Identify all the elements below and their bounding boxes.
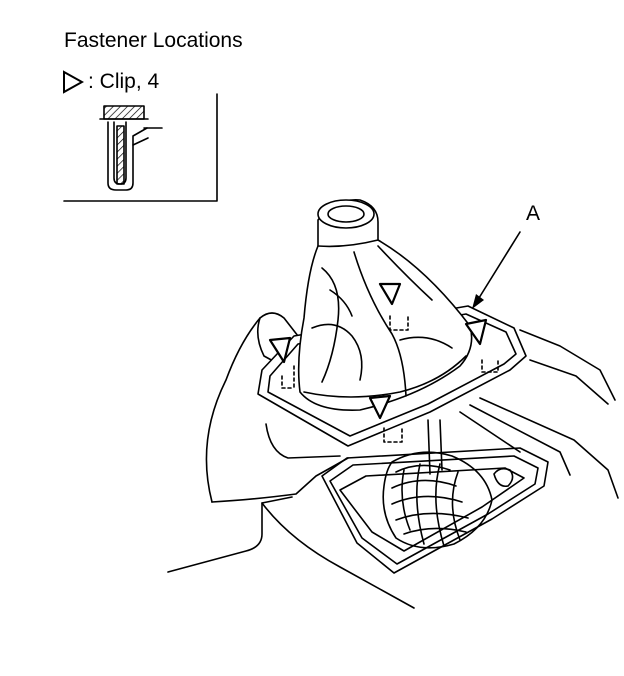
- triangle-clip-icon: [63, 70, 84, 94]
- hand-silhouette: [205, 312, 349, 503]
- clip-markers: [268, 282, 499, 443]
- legend-clip: : Clip, 4: [62, 68, 159, 96]
- shift-lever-base: [382, 419, 493, 549]
- clip-detail-inset: [63, 93, 218, 202]
- callout-label-a: A: [526, 202, 541, 225]
- callout-leader-a: [473, 231, 521, 307]
- legend-clip-label: : Clip, 4: [88, 70, 160, 93]
- center-console: [167, 329, 619, 609]
- diagram-title: Fastener Locations: [64, 29, 243, 52]
- shift-boot: [297, 199, 473, 411]
